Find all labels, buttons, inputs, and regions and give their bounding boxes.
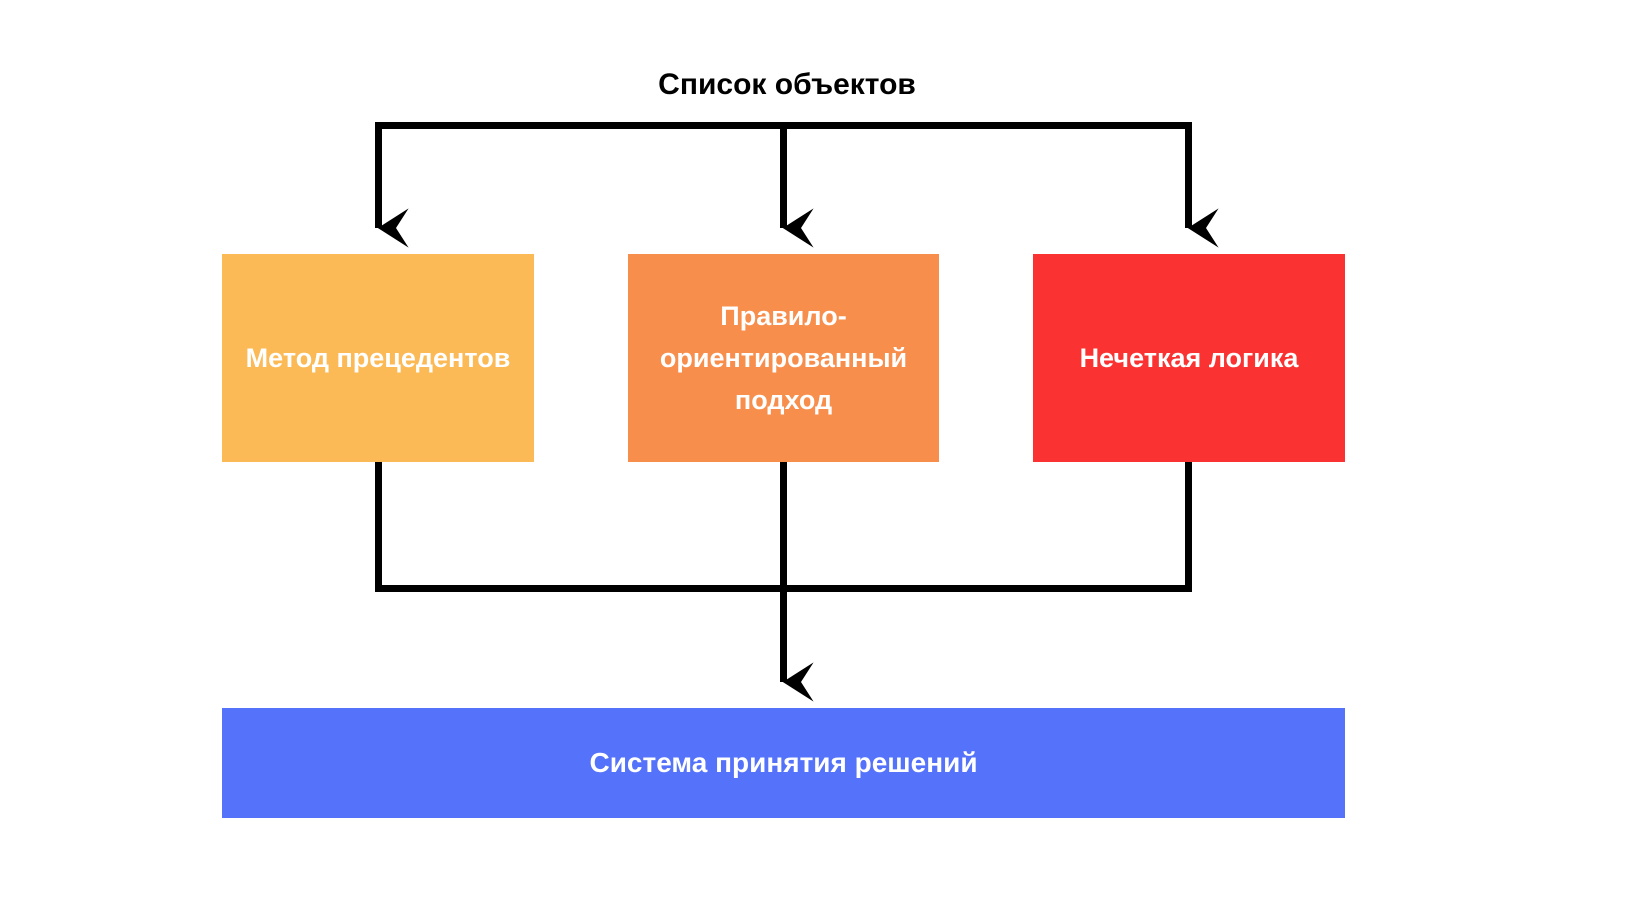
node-rule-based-approach[interactable]: Правило-ориентированный подход <box>628 254 939 462</box>
node-method-label: Метод прецедентов <box>245 343 511 373</box>
diagram-title: Список объектов <box>658 68 916 101</box>
node-rule-label: Правило-ориентированный подход <box>659 301 908 415</box>
node-decision-label: Система принятия решений <box>589 747 978 778</box>
node-fuzzy-logic[interactable]: Нечеткая логика <box>1033 254 1345 462</box>
node-decision-support-system[interactable]: Система принятия решений <box>222 708 1345 818</box>
node-fuzzy-label: Нечеткая логика <box>1079 343 1299 373</box>
node-method-of-precedents[interactable]: Метод прецедентов <box>222 254 534 462</box>
